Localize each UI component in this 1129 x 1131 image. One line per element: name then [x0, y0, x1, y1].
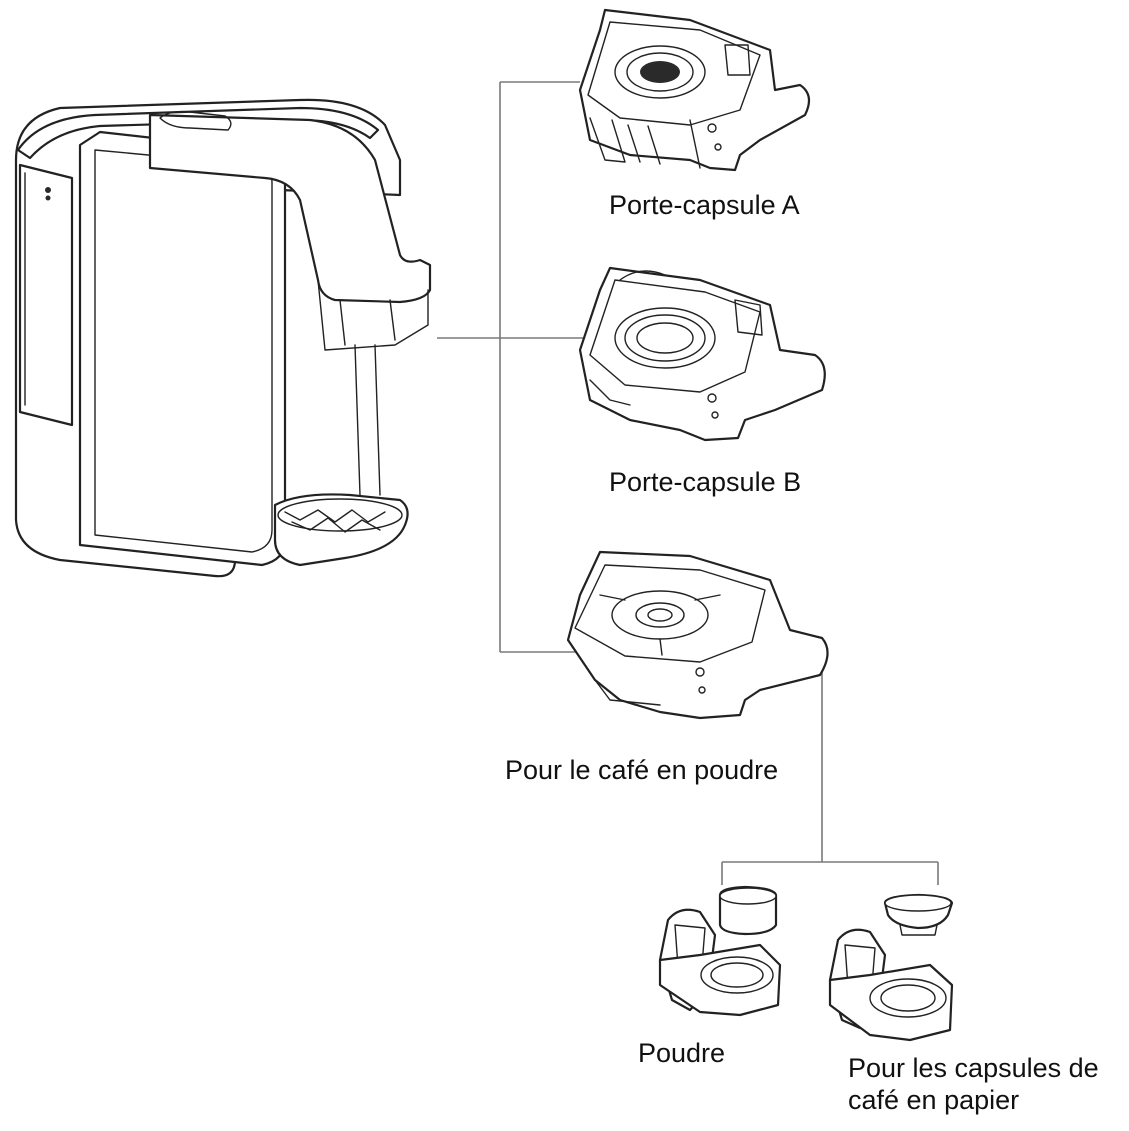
- paper-pod-holder-drawing: [828, 893, 954, 1042]
- label-ground-coffee: Pour le café en poudre: [505, 755, 779, 785]
- powder-filter-drawing: [658, 885, 782, 1017]
- label-paper-pods: Pour les capsules de café en papier: [848, 1053, 1129, 1117]
- capsule-holder-b-drawing: [578, 266, 826, 442]
- connector-lines: [437, 81, 939, 885]
- label-powder: Poudre: [638, 1038, 726, 1068]
- capsule-holder-a-drawing: [578, 8, 811, 172]
- label-paper-pods-line2: café en papier: [848, 1084, 1020, 1115]
- label-holder-b: Porte-capsule B: [609, 467, 802, 497]
- ground-coffee-holder-drawing: [566, 550, 829, 720]
- coffee-machine-drawing: [14, 98, 432, 578]
- label-paper-pods-line1: Pour les capsules de: [848, 1053, 1099, 1083]
- label-holder-a: Porte-capsule A: [609, 190, 800, 220]
